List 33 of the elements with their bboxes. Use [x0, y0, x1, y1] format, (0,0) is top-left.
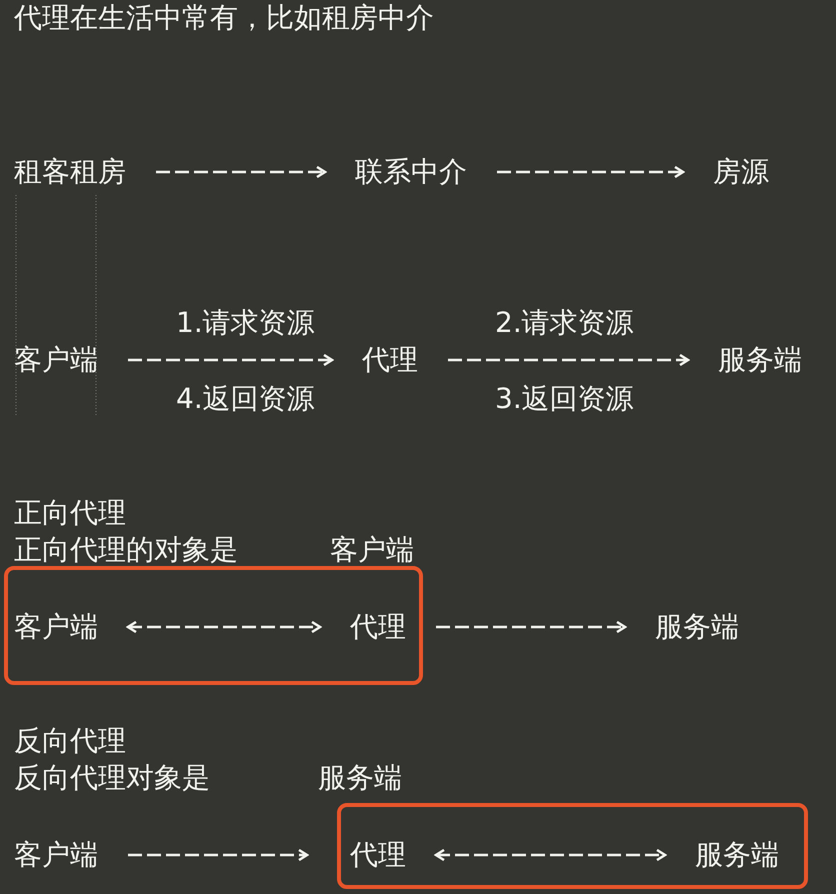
arrow [434, 848, 666, 862]
arrow [497, 166, 684, 178]
note-text: 代理在生活中常有，比如租房中介 [14, 1, 434, 35]
note-text: 反向代理对象是 [14, 761, 210, 795]
arrow [126, 620, 322, 634]
note-text: 2.请求资源 [495, 306, 634, 340]
node-text: 代理 [362, 343, 418, 377]
note-text: 1.请求资源 [176, 306, 315, 340]
note-text: 3.返回资源 [495, 382, 634, 416]
node-text: 代理 [350, 610, 406, 644]
node-text: 服务端 [655, 610, 739, 644]
note-text: 正向代理的对象是 [14, 533, 238, 567]
node-text: 房源 [713, 155, 769, 189]
arrow [448, 354, 690, 366]
arrow [128, 848, 308, 862]
node-text: 服务端 [718, 343, 802, 377]
highlight-box [337, 803, 808, 889]
note-text: 正向代理 [14, 496, 126, 530]
node-text: 客户端 [14, 343, 98, 377]
node-text: 联系中介 [355, 155, 467, 189]
note-text: 服务端 [318, 761, 402, 795]
note-text: 反向代理 [14, 724, 126, 758]
node-text: 客户端 [14, 838, 98, 872]
highlight-box [4, 566, 423, 685]
note-text: 客户端 [330, 533, 414, 567]
arrow [128, 354, 334, 366]
note-text: 4.返回资源 [176, 382, 315, 416]
node-text: 租客租房 [14, 155, 126, 189]
node-text: 服务端 [695, 838, 779, 872]
node-text: 客户端 [14, 610, 98, 644]
arrow [436, 620, 626, 634]
arrow [156, 166, 326, 178]
node-text: 代理 [350, 838, 406, 872]
